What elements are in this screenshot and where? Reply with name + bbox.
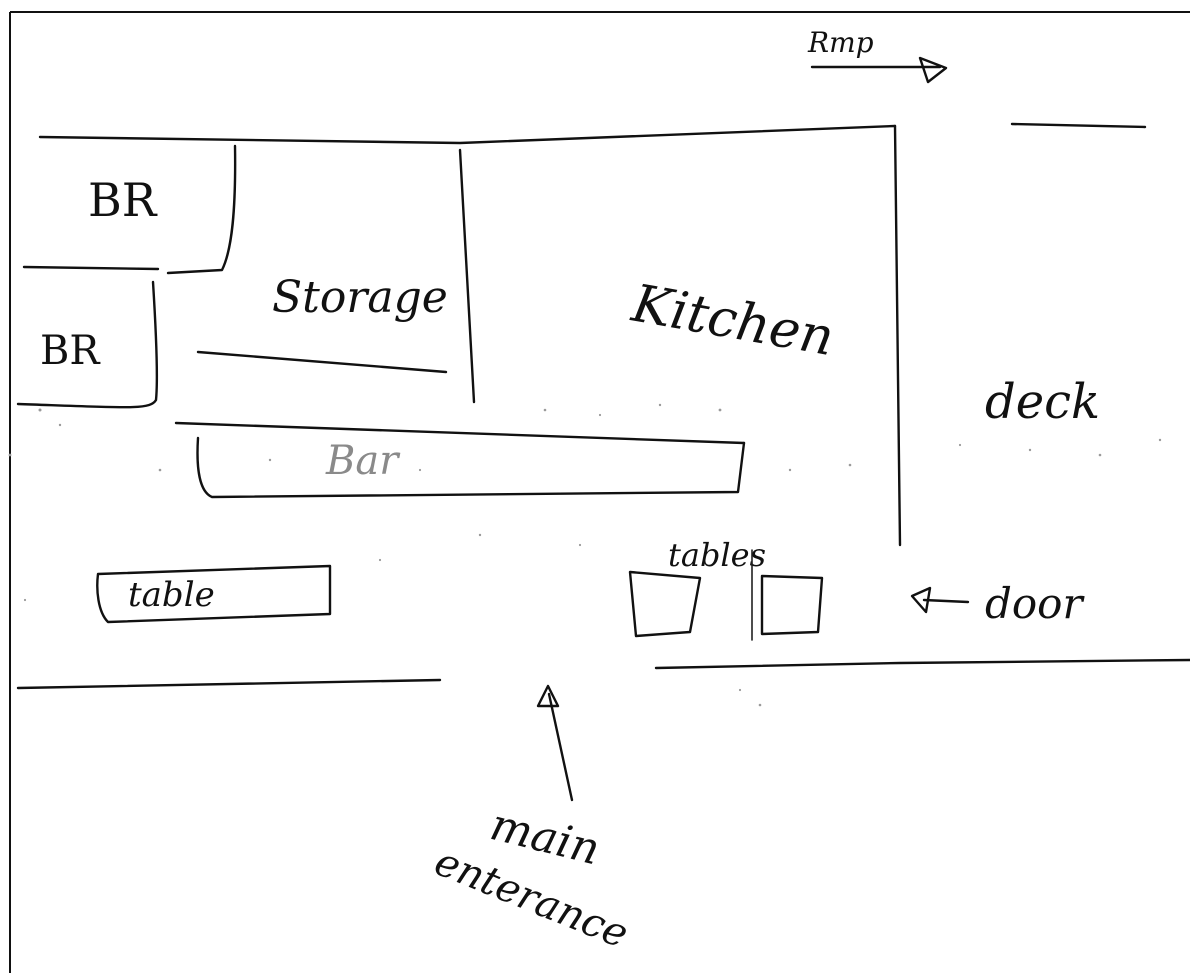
br-divider-wall xyxy=(22,265,160,271)
storage-bottom-wall xyxy=(196,350,448,374)
door-label: door xyxy=(985,579,1085,628)
front-wall-left xyxy=(16,678,442,690)
bar-counter-top-line xyxy=(174,421,746,445)
br-upper-room-wall xyxy=(166,144,237,275)
building-top-wall xyxy=(38,124,897,145)
br-lower-room-wall xyxy=(16,280,159,409)
storage-label: Storage xyxy=(272,272,448,323)
bar-label: Bar xyxy=(325,438,401,484)
br-lower-label: BR xyxy=(40,328,101,374)
br-upper-label: BR xyxy=(88,173,158,227)
bar-counter-outline xyxy=(196,436,746,499)
front-wall-right xyxy=(654,658,1190,670)
main-entrance-arrow-icon xyxy=(536,684,574,802)
right-tables-label: tables xyxy=(668,536,766,574)
deck-label: deck xyxy=(985,374,1100,430)
right-table-2 xyxy=(760,574,824,636)
left-table-outline xyxy=(96,564,332,624)
deck-top-line xyxy=(1010,122,1147,129)
scan-speckles xyxy=(8,403,1162,707)
right-table-1 xyxy=(628,570,702,638)
door-arrow-icon xyxy=(910,586,970,614)
ramp-arrow-icon xyxy=(810,56,948,84)
building-right-wall xyxy=(893,124,902,547)
kitchen-label: Kitchen xyxy=(627,274,839,369)
storage-kitchen-wall xyxy=(458,148,476,404)
ramp-annotation: Rmp xyxy=(807,26,948,84)
left-table-label: table xyxy=(128,575,215,615)
ramp-label: Rmp xyxy=(807,26,874,59)
